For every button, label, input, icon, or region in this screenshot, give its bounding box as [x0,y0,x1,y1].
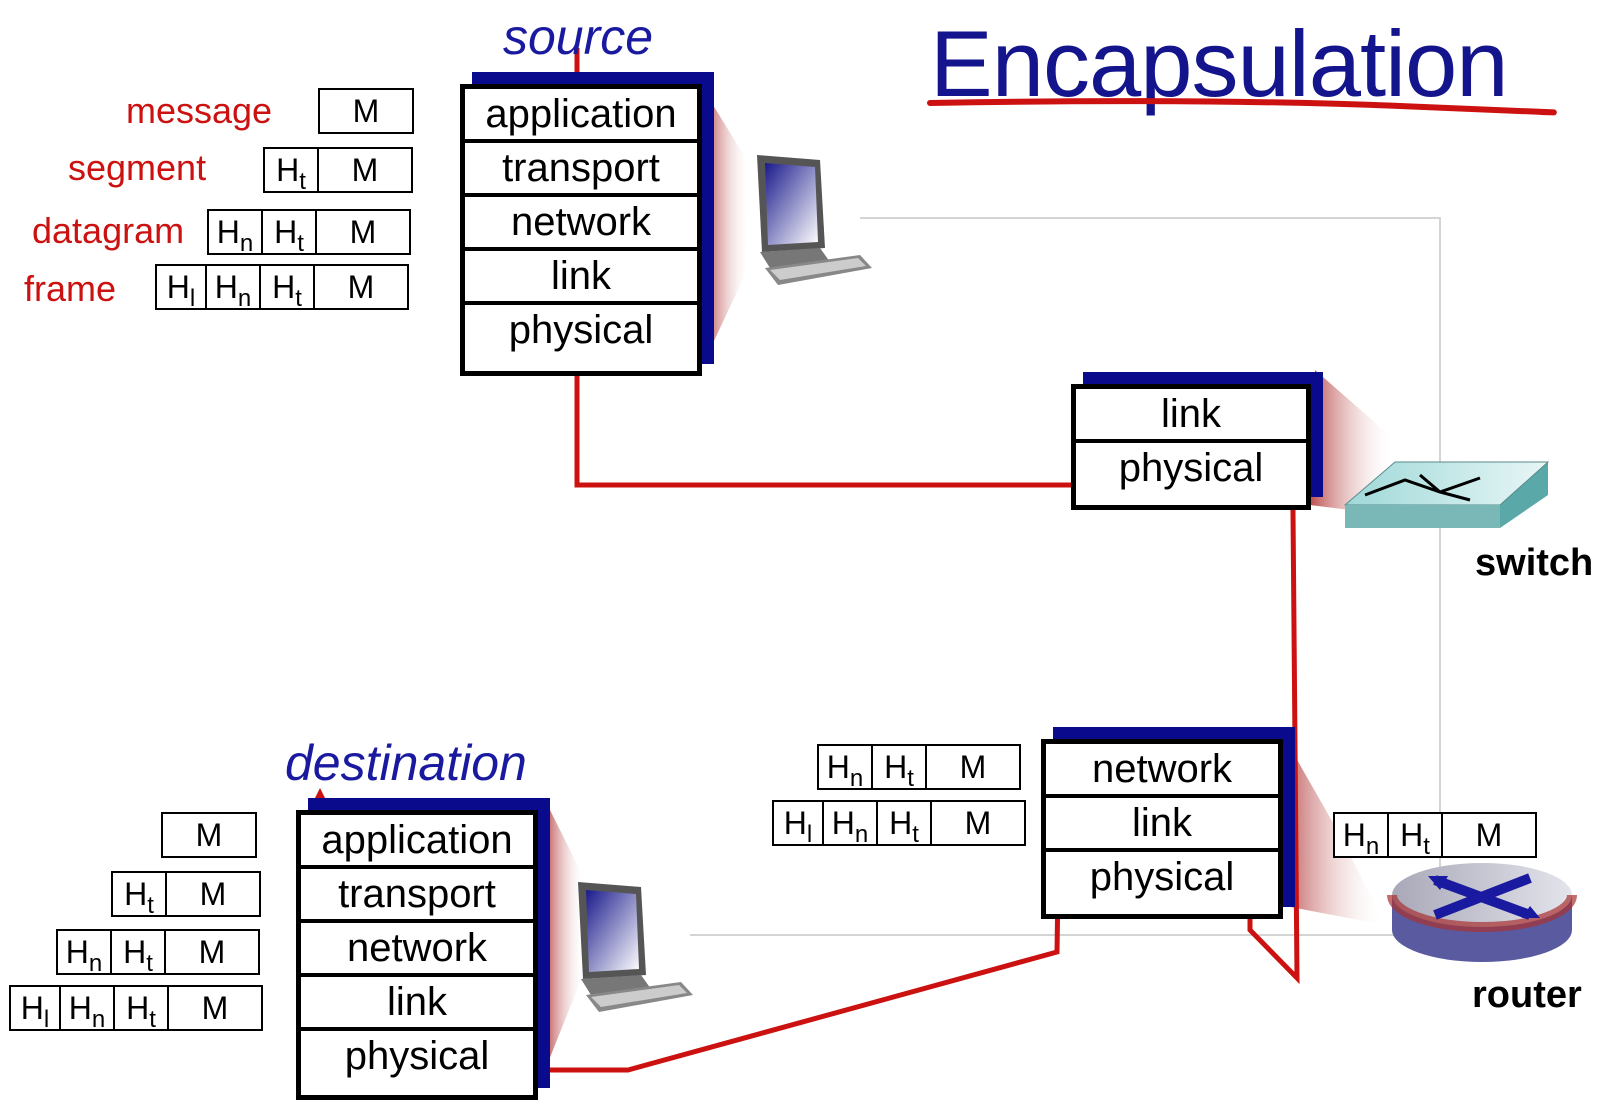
switch-icon [1343,461,1550,528]
source-datagram-packet: Hn Ht M [207,209,411,256]
transport-header-cell: Ht [265,149,319,194]
destination-message-packet: M [161,812,257,858]
payload-cell: M [199,876,227,912]
router-fan [1280,730,1385,925]
source-network-layer: network [465,197,697,251]
link-header-cell: Hl [774,802,824,847]
payload-cell: M [1475,817,1503,853]
page-title: Encapsulation [930,11,1509,116]
router-label: router [1472,974,1582,1016]
destination-label: destination [285,735,527,791]
network-header-cell: Hn [61,987,115,1032]
router-network-layer: network [1046,744,1278,798]
destination-segment-packet: Ht M [111,871,261,918]
payload-cell: M [195,817,223,853]
destination-transport-layer: transport [301,869,533,923]
switch-fan [1310,370,1395,515]
router-protocol-stack: network link physical [1041,739,1283,919]
title-underline [927,98,1557,116]
segment-label: segment [68,147,207,188]
network-header-cell: Hn [207,266,261,311]
payload-cell: M [351,152,379,188]
datagram-label: datagram [32,210,185,251]
transport-header-cell: Ht [113,873,167,918]
switch-physical-layer: physical [1118,446,1264,490]
source-label: source [503,9,654,65]
router-output-datagram-packet: Hn Ht M [1333,812,1537,859]
message-label: message [126,90,273,131]
source-computer-icon [757,155,872,285]
network-header-cell: Hn [1335,814,1389,859]
destination-protocol-stack: application transport network link physi… [296,810,538,1100]
router-physical-layer: physical [1089,855,1235,899]
network-link-line [690,217,1441,936]
switch-link-layer: link [1076,389,1306,443]
transport-header-cell: Ht [873,746,927,791]
payload-cell: M [959,749,987,785]
payload-cell: M [352,93,380,129]
destination-frame-packet: Hl Hn Ht M [9,985,263,1032]
transport-header-cell: Ht [261,266,315,311]
destination-link-layer: link [301,977,533,1031]
switch-protocol-stack: link physical [1071,384,1311,510]
destination-computer-icon [578,882,693,1012]
source-protocol-stack: application transport network link physi… [460,84,702,376]
source-fan [705,92,750,360]
router-frame-packet: Hl Hn Ht M [772,800,1026,847]
payload-cell: M [198,934,226,970]
network-header-cell: Hn [58,931,112,976]
source-link-layer: link [465,251,697,305]
frame-label: frame [24,268,117,309]
link-header-cell: Hl [157,266,207,311]
destination-fan [545,800,585,1070]
network-header-cell: Hn [819,746,873,791]
destination-physical-layer: physical [344,1034,490,1078]
source-transport-layer: transport [465,143,697,197]
source-message-packet: M [318,88,414,134]
destination-network-layer: network [301,923,533,977]
transport-header-cell: Ht [115,987,169,1032]
payload-cell: M [964,805,992,841]
router-datagram-packet: Hn Ht M [817,744,1021,791]
source-frame-packet: Hl Hn Ht M [155,264,409,311]
transport-header-cell: Ht [263,211,317,256]
source-physical-layer: physical [508,308,654,352]
payload-cell: M [347,269,375,305]
destination-datagram-packet: Hn Ht M [56,929,260,976]
router-icon [1387,863,1577,962]
router-link-layer: link [1046,798,1278,852]
link-header-cell: Hl [11,987,61,1032]
payload-cell: M [201,990,229,1026]
transport-header-cell: Ht [112,931,166,976]
network-header-cell: Hn [824,802,878,847]
network-header-cell: Hn [209,211,263,256]
switch-label: switch [1475,542,1594,584]
source-application-layer: application [465,89,697,143]
source-segment-packet: Ht M [263,147,413,194]
payload-cell: M [349,214,377,250]
transport-header-cell: Ht [878,802,932,847]
transport-header-cell: Ht [1389,814,1443,859]
destination-application-layer: application [301,815,533,869]
